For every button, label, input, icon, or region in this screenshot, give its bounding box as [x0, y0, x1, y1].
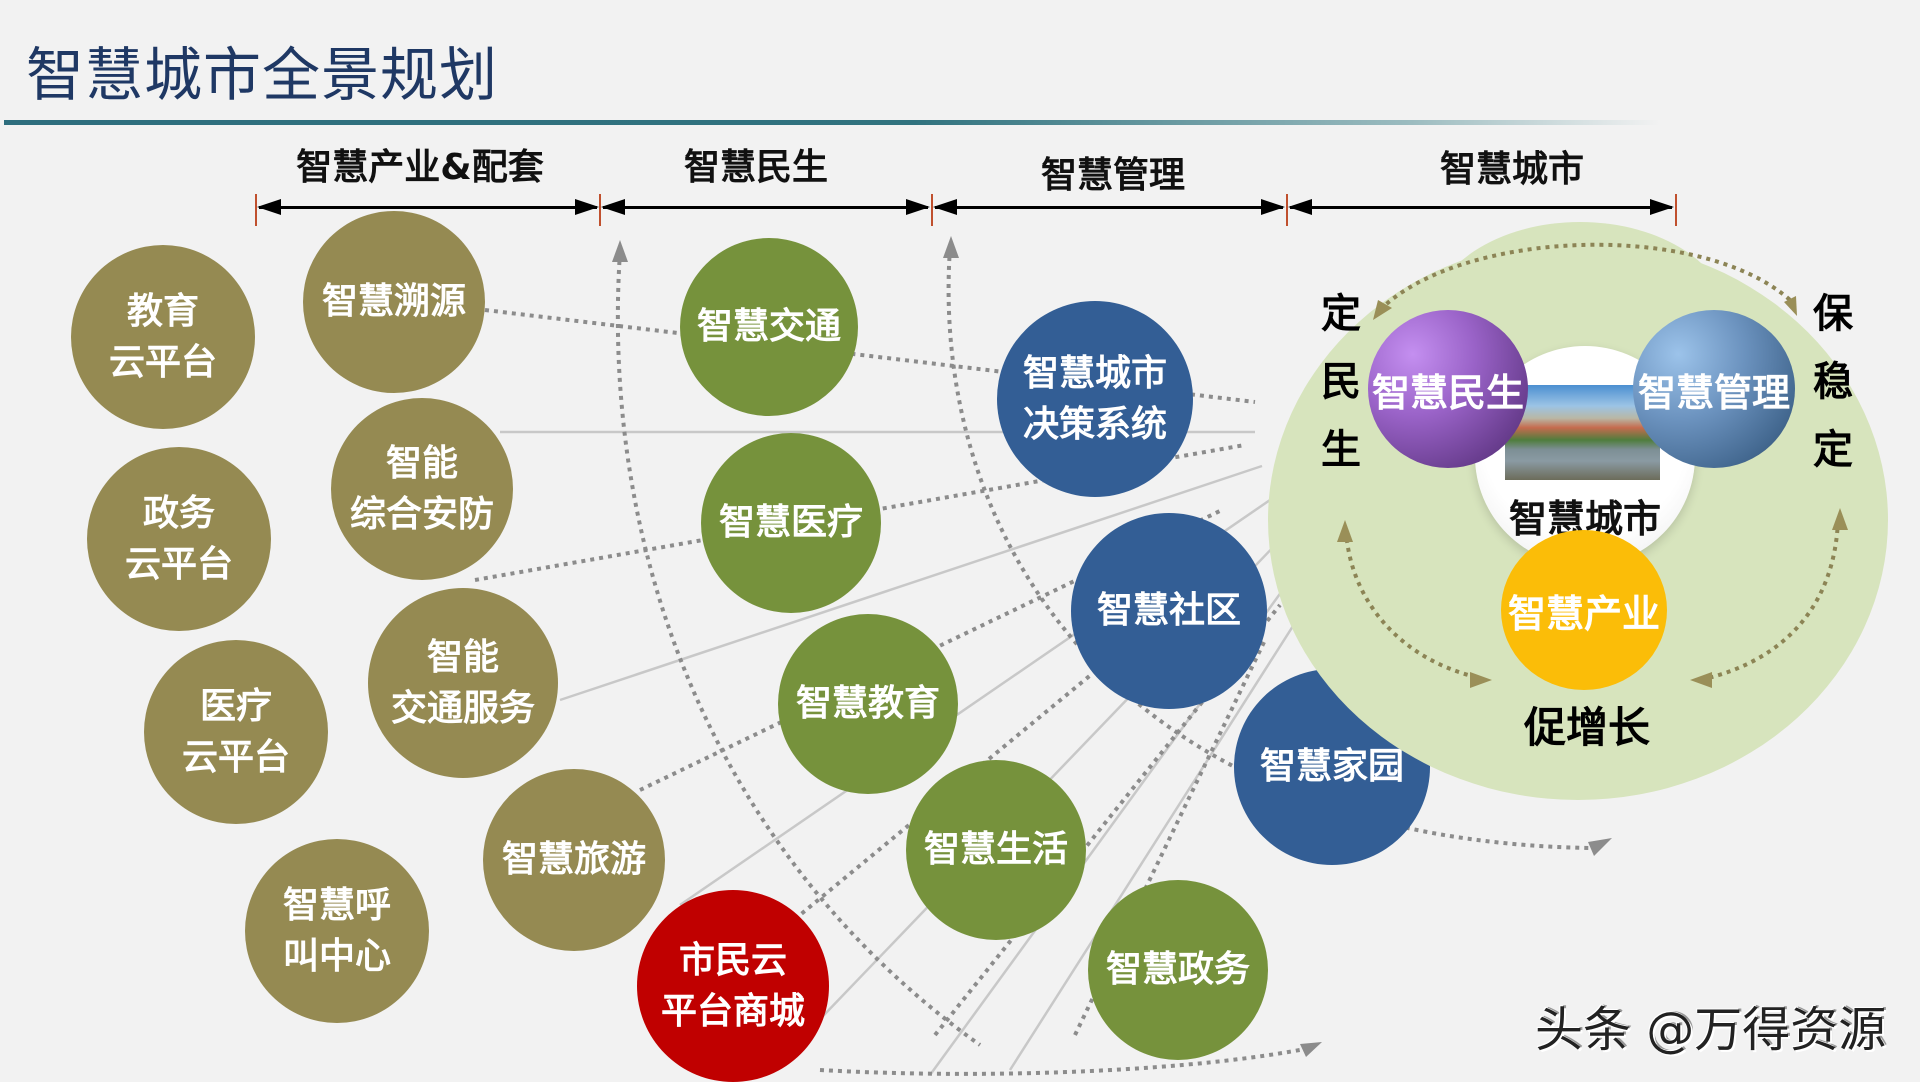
node-label: 决策系统	[1022, 404, 1167, 445]
sphere-label: 智慧民生	[1371, 370, 1524, 415]
double-arrow-industry	[257, 199, 599, 215]
node-traceability[interactable]: 智慧溯源	[303, 211, 485, 393]
node-smart-government[interactable]: 智慧政务	[1088, 880, 1268, 1060]
label-promote-growth: 促增长	[1524, 703, 1651, 752]
vertical-char: 定	[1321, 291, 1361, 337]
page-title: 智慧城市全景规划	[26, 41, 499, 109]
node-education-cloud[interactable]: 教育 云平台	[71, 245, 255, 429]
node-label: 云平台	[181, 737, 290, 778]
node-label: 智慧家园	[1259, 746, 1404, 788]
label-stabilize-livelihood: 定 民 生	[1316, 280, 1366, 484]
node-label: 智慧交通	[696, 306, 841, 348]
section-label-city: 智慧城市	[1439, 149, 1585, 190]
section-label-livelihood: 智慧民生	[683, 147, 829, 188]
title-divider	[4, 120, 1660, 125]
ruler-tick	[599, 194, 601, 226]
section-label-management: 智慧管理	[1040, 155, 1186, 196]
node-integrated-security[interactable]: 智能 综合安防	[331, 398, 513, 580]
node-label: 云平台	[108, 342, 217, 383]
node-label: 智慧政务	[1105, 949, 1250, 991]
node-smart-community[interactable]: 智慧社区	[1071, 513, 1267, 709]
node-label: 平台商城	[660, 991, 805, 1032]
ruler-tick	[931, 194, 933, 226]
node-smart-traffic[interactable]: 智慧交通	[680, 238, 858, 416]
node-label: 智慧溯源	[321, 281, 466, 323]
node-label: 智慧旅游	[501, 839, 646, 881]
node-label: 医疗	[199, 685, 272, 727]
double-arrow-city	[1288, 199, 1674, 215]
ruler-tick	[1675, 194, 1677, 226]
node-label: 智慧教育	[795, 683, 940, 725]
node-label: 教育	[126, 290, 199, 332]
node-label: 智慧城市	[1022, 352, 1167, 394]
ruler-tick	[255, 194, 257, 226]
vertical-char: 稳	[1813, 359, 1853, 405]
node-label: 政务	[142, 492, 215, 534]
sphere-smart-industry[interactable]: 智慧产业	[1501, 530, 1667, 690]
node-smart-life[interactable]: 智慧生活	[906, 760, 1086, 940]
node-traffic-service[interactable]: 智能 交通服务	[368, 588, 558, 778]
node-smart-medical[interactable]: 智慧医疗	[701, 433, 881, 613]
vertical-char: 民	[1321, 359, 1361, 405]
node-label: 综合安防	[349, 494, 494, 535]
node-call-center[interactable]: 智慧呼 叫中心	[245, 839, 429, 1023]
node-smart-education[interactable]: 智慧教育	[778, 614, 958, 794]
node-label: 智慧社区	[1096, 590, 1241, 632]
sphere-label: 智慧产业	[1507, 591, 1660, 636]
double-arrow-livelihood	[601, 199, 930, 215]
node-label: 云平台	[124, 544, 233, 585]
node-label: 智慧呼	[282, 884, 391, 926]
node-government-cloud[interactable]: 政务 云平台	[87, 447, 271, 631]
node-decision-system[interactable]: 智慧城市 决策系统	[997, 301, 1193, 497]
sphere-smart-management[interactable]: 智慧管理	[1633, 310, 1795, 468]
section-label-industry: 智慧产业&配套	[296, 147, 544, 188]
node-label: 智慧医疗	[718, 502, 863, 544]
node-label: 叫中心	[282, 936, 391, 977]
node-label: 市民云	[678, 939, 787, 981]
vertical-char: 保	[1813, 291, 1853, 337]
node-tourism[interactable]: 智慧旅游	[483, 769, 665, 951]
node-label: 智能	[426, 636, 499, 678]
sphere-label: 智慧管理	[1637, 370, 1790, 415]
node-label: 智慧生活	[923, 829, 1068, 871]
node-citizen-cloud-mall[interactable]: 市民云 平台商城	[637, 890, 829, 1082]
vertical-char: 生	[1321, 427, 1361, 473]
vertical-char: 定	[1813, 427, 1853, 473]
ruler-tick	[1286, 194, 1288, 226]
watermark: 头条 @万得资源	[1535, 1002, 1887, 1058]
node-medical-cloud[interactable]: 医疗 云平台	[144, 640, 328, 824]
sphere-smart-livelihood[interactable]: 智慧民生	[1368, 310, 1528, 468]
label-maintain-stability: 保 稳 定	[1808, 280, 1858, 484]
node-label: 智能	[385, 442, 458, 484]
node-label: 交通服务	[390, 688, 535, 729]
double-arrow-management	[933, 199, 1285, 215]
